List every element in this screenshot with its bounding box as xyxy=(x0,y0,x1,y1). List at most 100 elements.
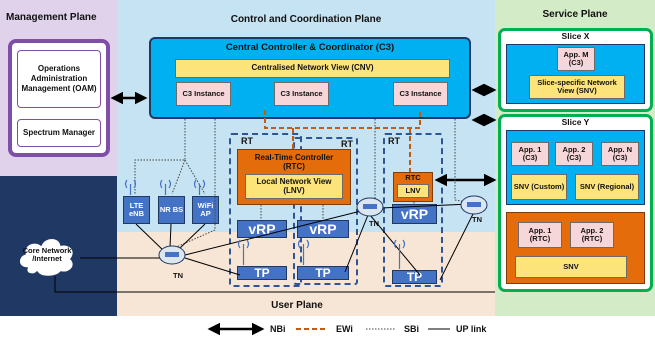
lnv-small-label: LNV xyxy=(405,185,421,195)
c3-instance-3: C3 Instance xyxy=(393,82,448,106)
ewi-link-1 xyxy=(264,110,421,129)
slice-y-app-2: App. 2 (C3) xyxy=(555,142,593,166)
sbi-link-6 xyxy=(454,119,479,205)
tn-label-2: TN xyxy=(369,219,379,228)
antenna-icon xyxy=(393,239,406,269)
tp-2: TP xyxy=(297,266,349,280)
rt-region-1 xyxy=(229,133,302,287)
user-plane-title: User Plane xyxy=(271,300,323,311)
vrp-label: vRP xyxy=(400,206,429,222)
vrp-3: vRP xyxy=(392,204,437,224)
legend-sbi-label: SBi xyxy=(404,324,420,334)
antenna-icon xyxy=(124,179,137,195)
antenna-icon xyxy=(237,239,250,265)
spectrum-manager-label: Spectrum Manager xyxy=(22,128,96,137)
vrp-2: vRP xyxy=(297,220,349,238)
sbi-link-2 xyxy=(171,159,186,195)
snv-custom-label: SNV (Custom) xyxy=(513,181,565,191)
tp-1: TP xyxy=(237,266,287,280)
sbi-link-1 xyxy=(134,119,186,194)
lnv-small-box: LNV xyxy=(397,184,429,198)
uplink-6 xyxy=(184,209,366,256)
vrp-1: vRP xyxy=(237,220,287,238)
core-network-label: Core Network /Internet xyxy=(22,245,72,263)
rt-label-1: RT xyxy=(241,136,253,146)
slice-x-snv-label: Slice-specific Network View (SNV) xyxy=(537,77,617,95)
management-plane-title: Management Plane xyxy=(6,12,97,23)
c3-instance-1: C3 Instance xyxy=(176,82,231,106)
control-plane-title: Control and Coordination Plane xyxy=(230,14,382,25)
slice-x-snv-box: Slice-specific Network View (SNV) xyxy=(529,75,625,99)
antenna-icon xyxy=(193,179,206,195)
antenna-icon xyxy=(159,179,172,195)
slice-y-snv-box: SNV xyxy=(515,256,627,278)
c3-instance-2: C3 Instance xyxy=(274,82,329,106)
service-plane-title: Service Plane xyxy=(542,9,608,20)
sbi-link-4 xyxy=(173,119,216,249)
switch-icon xyxy=(363,204,377,209)
snv-regional-label: SNV (Regional) xyxy=(579,181,635,191)
vrp-label: vRP xyxy=(309,221,337,237)
wifi-ap-label: WiFi AP xyxy=(197,200,214,218)
oam-label: Operations Administration Management (OA… xyxy=(21,64,97,93)
uplink-10 xyxy=(439,209,476,281)
switch-icon xyxy=(467,202,481,207)
c3-instance-label: C3 Instance xyxy=(280,88,323,98)
c3-title: Central Controller & Coordinator (C3) xyxy=(225,42,395,53)
tp-label: TP xyxy=(315,266,331,280)
c3-instance-label: C3 Instance xyxy=(399,88,442,98)
rt-region-2 xyxy=(293,137,358,285)
snv-regional-box: SNV (Regional) xyxy=(575,174,639,200)
app-label: App. 2 (RTC) xyxy=(580,225,604,243)
slice-y-rtc-app-1: App. 1 (RTC) xyxy=(518,222,562,248)
cnv-label: Centralised Network View (CNV) xyxy=(251,63,374,73)
app-label: App. 1 (RTC) xyxy=(528,225,552,243)
cloud-icon xyxy=(18,237,75,278)
spectrum-manager-box: Spectrum Manager xyxy=(17,119,101,147)
vrp-label: vRP xyxy=(248,221,276,237)
slice-y-title: Slice Y xyxy=(561,117,590,127)
legend-uplink-label: UP link xyxy=(456,324,487,334)
tn-label-3: TN xyxy=(472,215,482,224)
app-label: App. N (C3) xyxy=(607,144,633,162)
slice-y-app-n: App. N (C3) xyxy=(601,142,639,166)
uplink-4 xyxy=(177,223,206,251)
antenna-icon xyxy=(297,239,310,265)
slice-x-title: Slice X xyxy=(561,31,590,41)
uplink-9 xyxy=(379,203,471,209)
rtc-title: Real-Time Controller (RTC) xyxy=(254,153,334,171)
app-label: App. 1 (C3) xyxy=(518,144,542,162)
slice-y-app-1: App. 1 (C3) xyxy=(511,142,549,166)
lnv-label: Local Network View (LNV) xyxy=(256,177,332,195)
app-m-label: App. M (C3) xyxy=(563,49,589,67)
rt-label-3: RT xyxy=(388,136,400,146)
slice-y-rtc-app-2: App. 2 (RTC) xyxy=(570,222,614,248)
uplink-3 xyxy=(169,223,172,249)
rt-label-2: RT xyxy=(341,139,353,149)
nr-bs-label: NR BS xyxy=(159,204,184,214)
oam-box: Operations Administration Management (OA… xyxy=(17,50,101,108)
nr-bs-box: NR BS xyxy=(158,196,185,224)
tp-label: TP xyxy=(254,266,270,280)
lte-enb-label: LTE eNB xyxy=(128,200,144,218)
sbi-link-3 xyxy=(184,159,206,195)
switch-icon xyxy=(165,252,179,257)
uplink-2 xyxy=(135,223,166,253)
snv-custom-box: SNV (Custom) xyxy=(511,174,567,200)
cnv-box: Centralised Network View (CNV) xyxy=(175,59,450,78)
uplink-11 xyxy=(54,276,495,293)
uplink-5 xyxy=(184,257,241,276)
uplink-7 xyxy=(344,214,369,273)
lnv-box: Local Network View (LNV) xyxy=(245,174,343,199)
lte-enb-box: LTE eNB xyxy=(123,196,150,224)
app-label: App. 2 (C3) xyxy=(562,144,586,162)
legend-ewi-label: EWi xyxy=(336,324,353,334)
c3-instance-label: C3 Instance xyxy=(182,88,225,98)
slice-y-snv-label: SNV xyxy=(563,261,579,271)
rtc-small-title: RTC xyxy=(405,173,421,182)
legend-nbi-label: NBi xyxy=(270,324,286,334)
tn-label-1: TN xyxy=(173,271,183,280)
app-m-box: App. M (C3) xyxy=(557,47,595,71)
